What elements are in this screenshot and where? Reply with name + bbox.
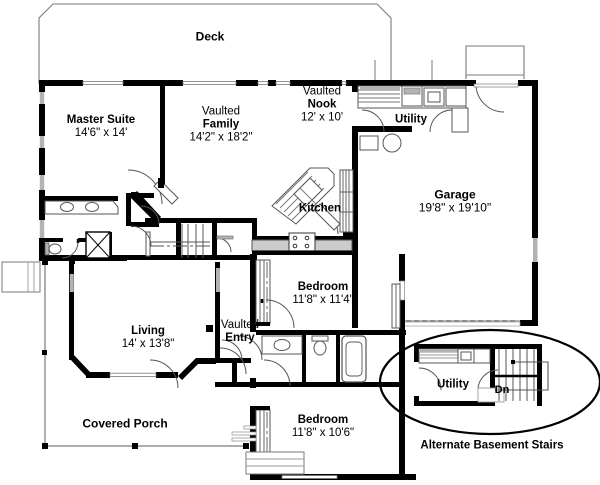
room-name: Bedroom xyxy=(297,281,349,294)
room-prefix: Vaulted xyxy=(302,85,342,98)
room-label-entry: Vaulted Entry xyxy=(221,319,259,345)
room-label-kitchen: Kitchen xyxy=(299,203,341,216)
room-name: Nook xyxy=(307,98,337,111)
room-name: Entry xyxy=(225,332,255,344)
room-label-nook: Vaulted Nook 12' x 10' xyxy=(301,86,343,125)
utility-fixtures xyxy=(357,83,519,153)
room-dimensions: 19'8" x 19'10" xyxy=(418,201,492,215)
room-dimensions: 11'8" x 11'4" xyxy=(292,294,354,306)
room-name: Living xyxy=(131,325,165,338)
room-label-living: Living 14' x 13'8" xyxy=(122,325,175,351)
room-label-bedroom-2: Bedroom 11'8" x 10'6" xyxy=(292,414,354,440)
room-label-garage: Garage 19'8" x 19'10" xyxy=(418,187,492,216)
room-name: Kitchen xyxy=(298,202,342,215)
interior-walls xyxy=(45,84,406,387)
alternate-basement-stairs-inset xyxy=(378,328,600,436)
room-name: Deck xyxy=(195,29,225,44)
inset-caption: Alternate Basement Stairs xyxy=(420,440,563,453)
room-dimensions: 14'6" x 14' xyxy=(74,127,128,139)
room-name: Master Suite xyxy=(66,114,136,127)
room-label-utility: Utility xyxy=(395,114,427,127)
room-name: Utility xyxy=(395,113,427,126)
room-dimensions: 14'2" x 18'2" xyxy=(189,131,253,144)
room-name: Garage xyxy=(434,187,476,202)
room-label-deck: Deck xyxy=(195,29,225,44)
room-prefix: Vaulted xyxy=(201,105,241,118)
room-label-covered-porch: Covered Porch xyxy=(82,416,168,431)
inset-caption-text: Alternate Basement Stairs xyxy=(420,439,564,452)
entry-doors xyxy=(149,335,263,389)
room-name: Dn xyxy=(494,383,510,396)
garage-upper-projection xyxy=(465,45,525,79)
room-name: Family xyxy=(202,118,240,131)
room-dimensions: 12' x 10' xyxy=(300,111,344,124)
room-label-inset-stair-direction: Dn xyxy=(495,384,510,396)
closet-and-hall xyxy=(130,190,234,258)
deck-outline xyxy=(38,3,392,84)
room-name: Utility xyxy=(437,378,469,391)
covered-porch-outline xyxy=(1,259,305,475)
room-name: Bedroom xyxy=(297,414,349,427)
room-prefix: Vaulted xyxy=(220,319,260,332)
room-label-master-suite: Master Suite 14'6" x 14' xyxy=(67,114,135,140)
room-dimensions: 14' x 13'8" xyxy=(121,338,175,350)
room-name: Covered Porch xyxy=(82,416,168,431)
room-label-inset-utility: Utility xyxy=(437,379,469,392)
room-label-family: Vaulted Family 14'2" x 18'2" xyxy=(189,106,252,145)
room-dimensions: 11'8" x 10'6" xyxy=(291,427,355,439)
family-room-doors xyxy=(127,169,179,205)
room-label-bedroom-1: Bedroom 11'8" x 11'4" xyxy=(292,281,353,307)
kitchen-fixtures xyxy=(251,167,354,255)
master-bath-fixtures xyxy=(44,200,119,259)
